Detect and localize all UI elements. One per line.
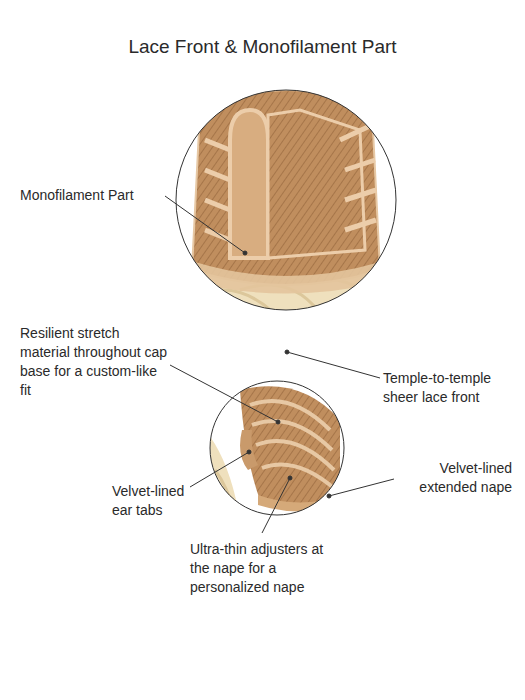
callout-label: Resilient stretch material throughout ca… <box>20 324 168 400</box>
diagram-title: Lace Front & Monofilament Part <box>0 35 525 59</box>
callout-label: Velvet-lined extended nape <box>396 459 512 497</box>
callout-label: Monofilament Part <box>20 186 170 205</box>
leader-lines <box>165 196 394 533</box>
cap-top-view <box>170 85 410 330</box>
callout-label: Ultra-thin adjusters at the nape for a p… <box>190 540 340 597</box>
callout-label: Temple-to-temple sheer lace front <box>383 369 513 407</box>
cap-back-view <box>205 375 350 520</box>
callout-label: Velvet-lined ear tabs <box>112 482 202 520</box>
